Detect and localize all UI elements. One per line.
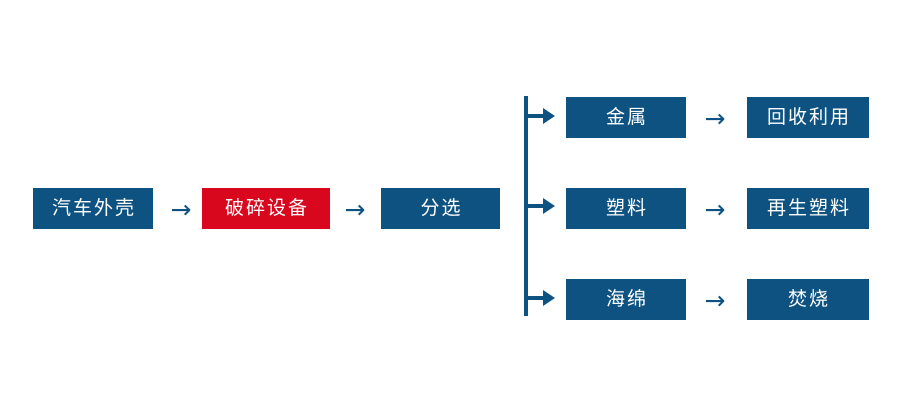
branch-stub-1 xyxy=(524,114,546,118)
node-plastic[interactable]: 塑料 xyxy=(566,188,686,229)
branch-arrowhead-icon-2 xyxy=(543,198,555,214)
node-regenerated-plastic[interactable]: 再生塑料 xyxy=(747,188,869,229)
node-metal[interactable]: 金属 xyxy=(566,97,686,138)
arrow-right-icon-branch-1: → xyxy=(704,103,726,133)
branch-arrowhead-icon-1 xyxy=(543,108,555,124)
arrow-right-icon-2: → xyxy=(344,194,366,224)
arrow-right-icon-1: → xyxy=(170,194,192,224)
arrow-right-icon-branch-3: → xyxy=(704,285,726,315)
node-crushing-equipment[interactable]: 破碎设备 xyxy=(202,188,330,229)
node-car-shell[interactable]: 汽车外壳 xyxy=(33,188,153,229)
node-incineration[interactable]: 焚烧 xyxy=(747,279,869,320)
node-sponge[interactable]: 海绵 xyxy=(566,279,686,320)
branch-stub-2 xyxy=(524,204,546,208)
node-recycle-reuse[interactable]: 回收利用 xyxy=(747,97,869,138)
branch-arrowhead-icon-3 xyxy=(543,290,555,306)
node-sorting[interactable]: 分选 xyxy=(381,188,500,229)
branch-stub-3 xyxy=(524,296,546,300)
arrow-right-icon-branch-2: → xyxy=(704,194,726,224)
